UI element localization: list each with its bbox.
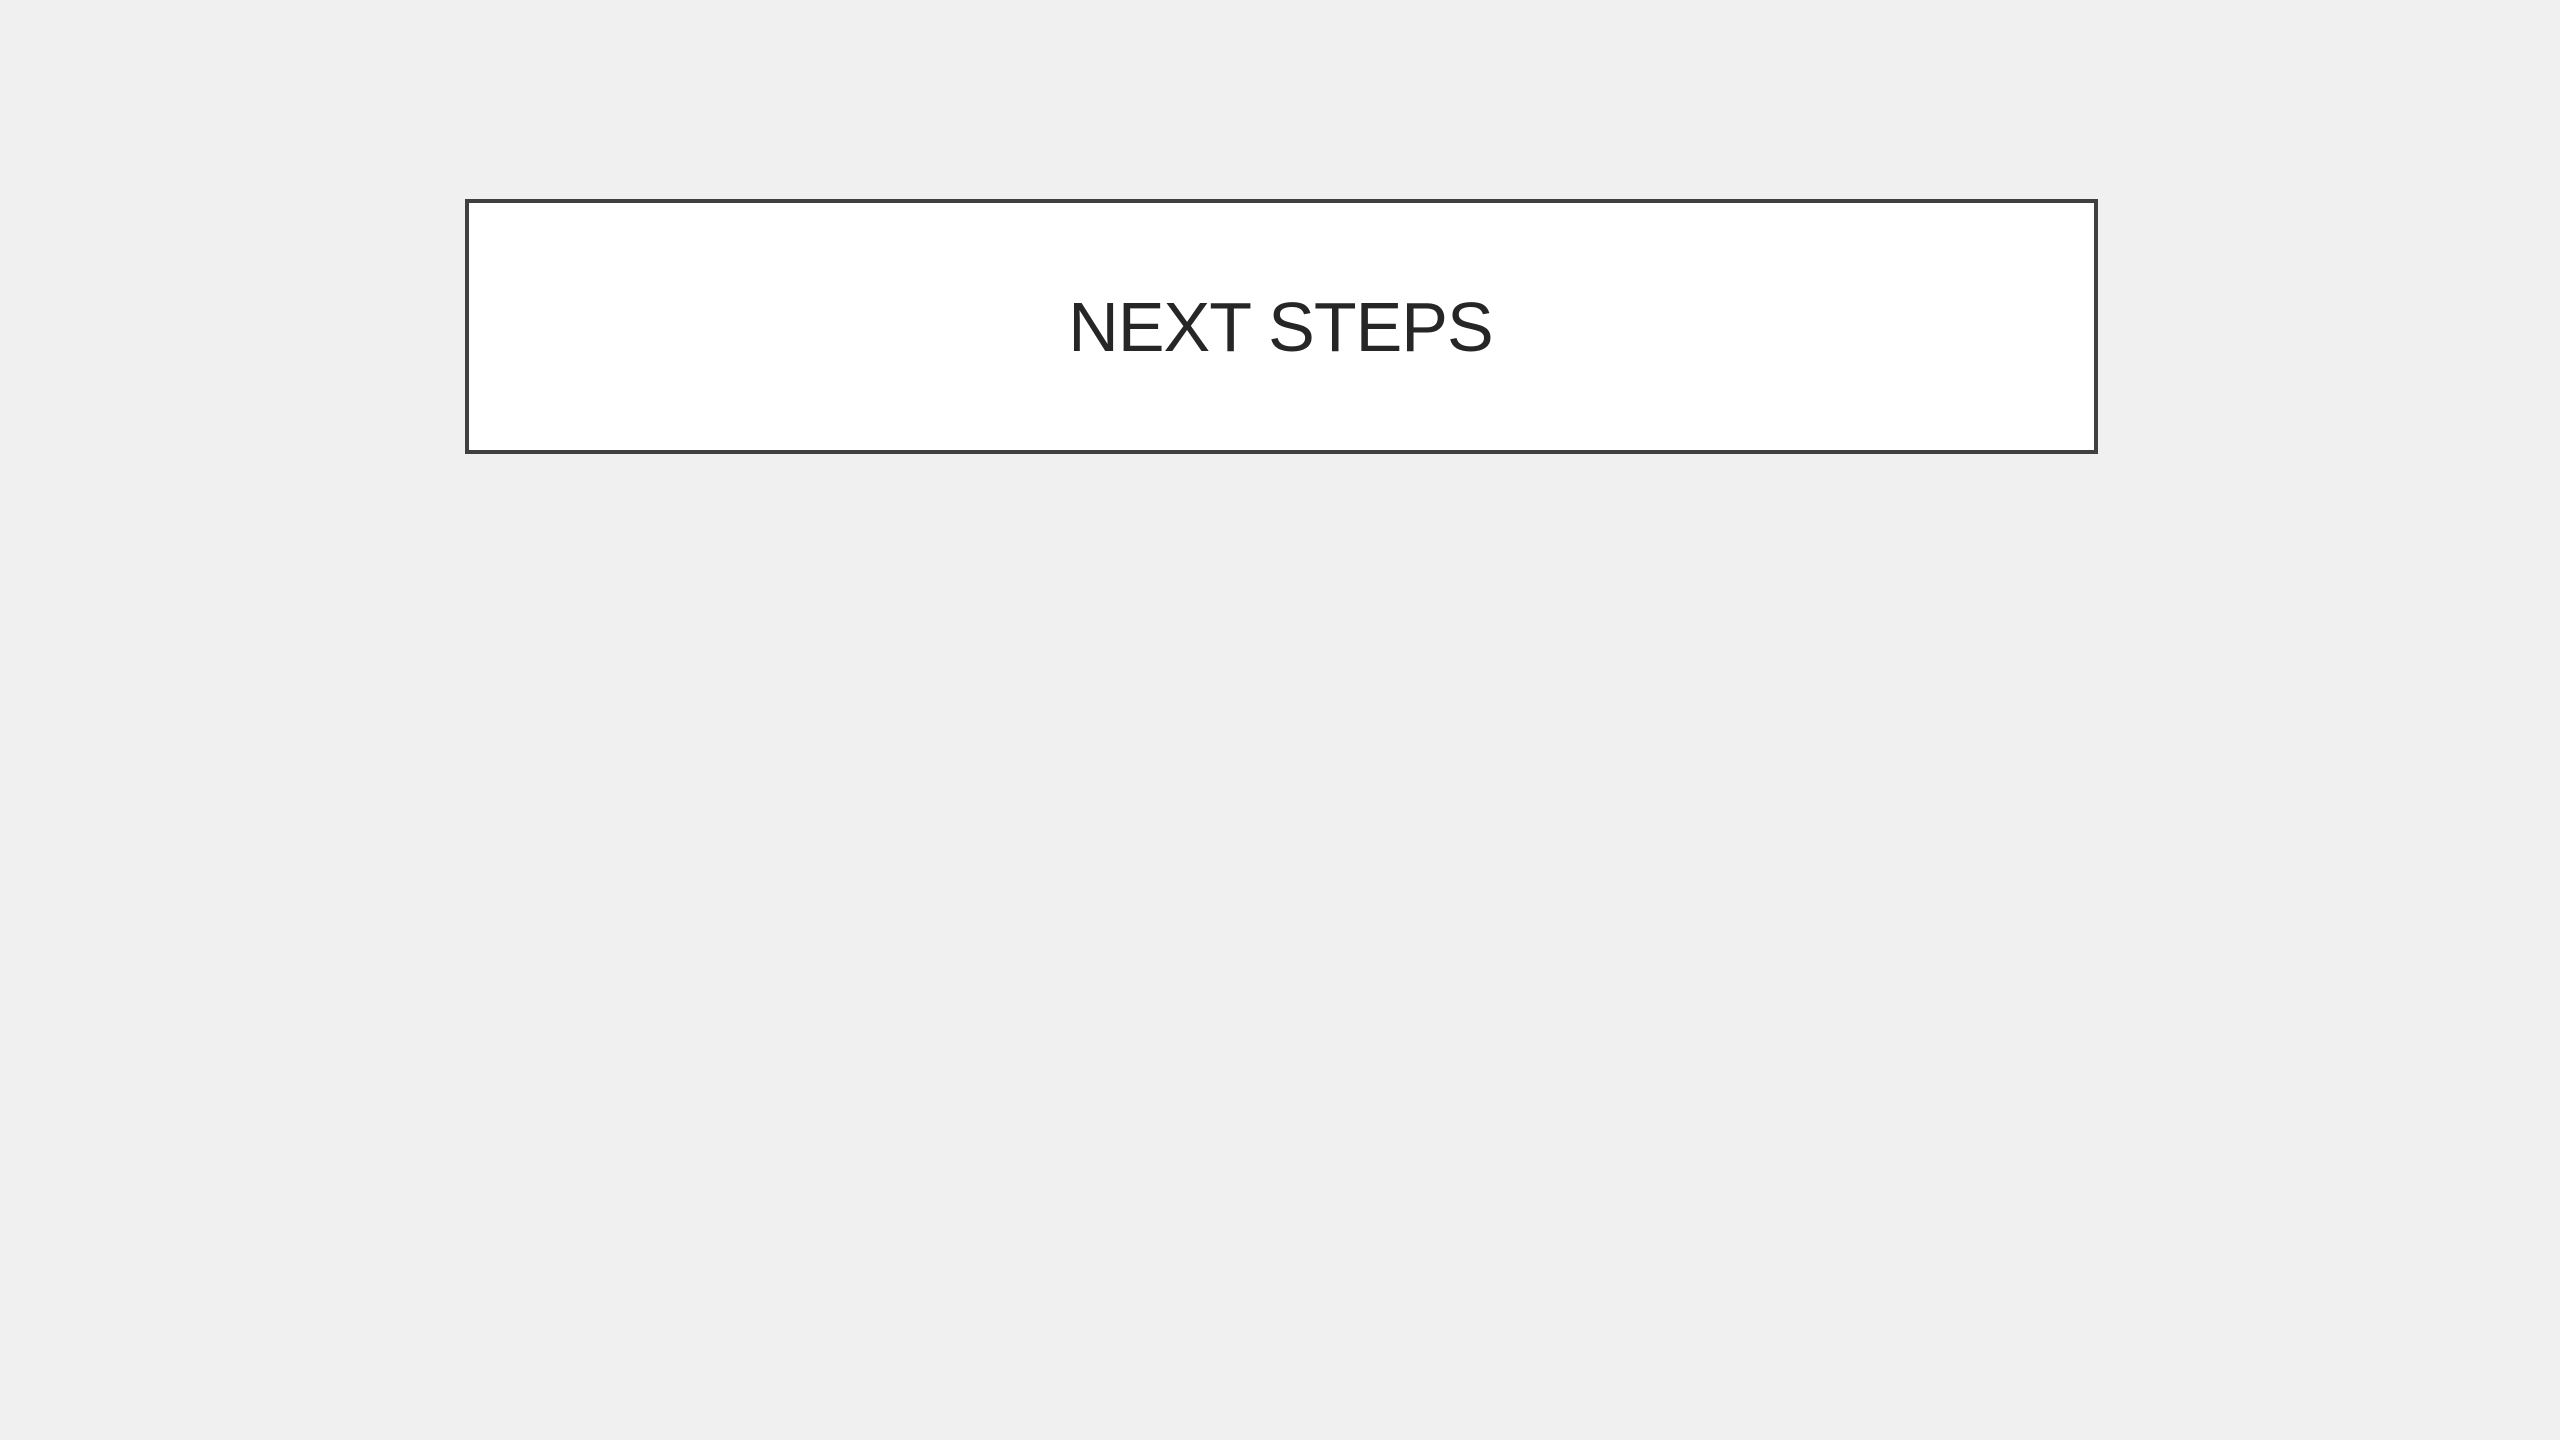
slide-title: NEXT STEPS bbox=[1068, 287, 1493, 366]
title-placeholder[interactable]: NEXT STEPS bbox=[465, 199, 2098, 454]
